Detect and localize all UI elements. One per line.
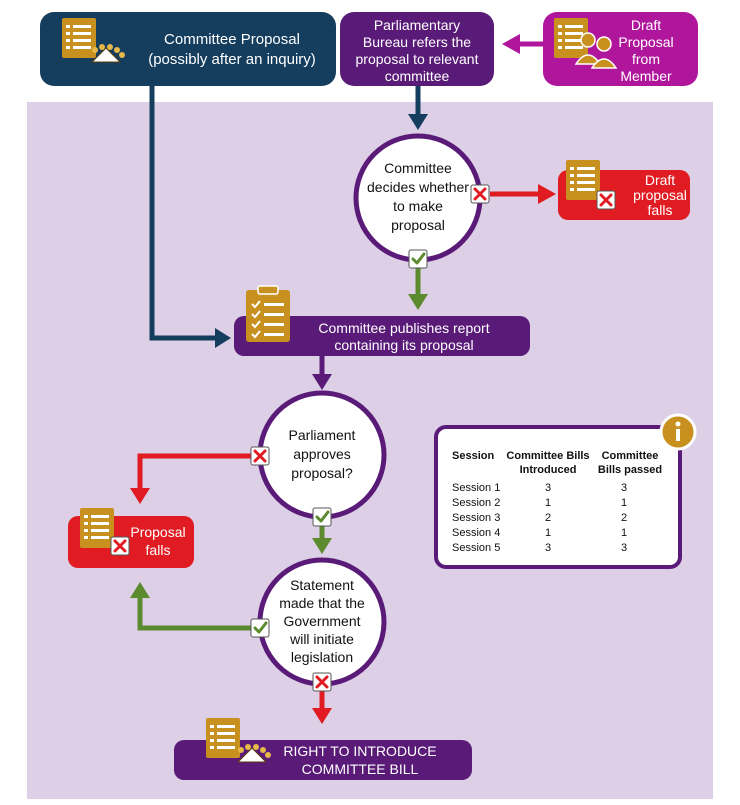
- member-icon: [574, 32, 618, 69]
- node-draft-from-member: Draft Proposal from Member: [543, 12, 698, 86]
- info-icon: [659, 413, 697, 451]
- arrowhead-statement-to-proposal-falls: [130, 582, 150, 598]
- x-icon: [595, 189, 617, 211]
- connector-parliament-to-proposal-falls: [137, 453, 262, 490]
- table-row: Session 4 1 1: [452, 527, 627, 539]
- draft-line1: Draft: [631, 17, 661, 33]
- committee-proposal-line2: (possibly after an inquiry): [148, 51, 316, 68]
- table-cell-introduced: 3: [545, 482, 551, 494]
- table-cell-introduced: 2: [545, 512, 551, 524]
- draft-line2: Proposal: [618, 34, 673, 50]
- node-draft-falls: Draft proposal falls: [558, 160, 690, 220]
- table-cell-passed: 2: [621, 512, 627, 524]
- table-row: Session 5 3 3: [452, 542, 627, 554]
- table-cell-passed: 1: [621, 497, 627, 509]
- connector-statement-to-proposal-falls: [137, 596, 262, 631]
- document-icon: [62, 18, 96, 58]
- table-cell-introduced: 1: [545, 527, 551, 539]
- statement-line5: legislation: [291, 649, 353, 665]
- table-header-introduced-1: Committee Bills: [506, 450, 589, 462]
- bureau-line1: Parliamentary: [374, 17, 460, 33]
- table-cell-passed: 1: [621, 527, 627, 539]
- parliament-line2: approves: [293, 446, 351, 462]
- table-cell-introduced: 1: [545, 497, 551, 509]
- decides-line2: decides whether: [367, 179, 469, 195]
- draft-line4: Member: [620, 68, 672, 84]
- table-cell-session: Session 3: [452, 512, 500, 524]
- arrowhead-member-to-bureau: [502, 34, 520, 54]
- table-header-introduced-2: Introduced: [520, 464, 577, 476]
- table-cell-session: Session 4: [452, 527, 500, 539]
- node-government-statement: Statement made that the Government will …: [257, 557, 387, 687]
- node-report-published: Committee publishes report containing it…: [234, 285, 530, 356]
- x-icon: [311, 671, 333, 693]
- check-icon: [407, 248, 429, 270]
- node-proposal-falls: Proposal falls: [68, 508, 194, 568]
- table-cell-introduced: 3: [545, 542, 551, 554]
- arrowhead-proposal-to-report: [215, 328, 231, 348]
- x-icon: [109, 535, 131, 557]
- arrowhead-decide-to-report: [408, 294, 428, 310]
- document-icon: [80, 508, 114, 548]
- table-header-passed-2: Bills passed: [598, 464, 662, 476]
- arrowhead-bureau-to-decide: [408, 114, 428, 130]
- draft-falls-line2: proposal: [633, 187, 687, 203]
- node-committee-proposal: Committee Proposal (possibly after an in…: [40, 12, 336, 86]
- check-icon: [311, 506, 333, 528]
- arrowhead-report-to-parliament: [312, 374, 332, 390]
- parliament-line1: Parliament: [289, 427, 356, 443]
- statement-line3: Government: [283, 613, 360, 629]
- decides-line4: proposal: [391, 217, 445, 233]
- draft-falls-line3: falls: [648, 202, 673, 218]
- committee-proposal-line1: Committee Proposal: [164, 31, 300, 48]
- statement-line1: Statement: [290, 577, 354, 593]
- table-cell-session: Session 5: [452, 542, 500, 554]
- table-row: Session 1 3 3: [452, 482, 627, 494]
- arrowhead-parliament-to-statement: [312, 538, 332, 554]
- arrowhead-parliament-to-proposal-falls: [130, 488, 150, 504]
- document-icon: [566, 160, 600, 200]
- decides-line1: Committee: [384, 160, 452, 176]
- statement-line4: will initiate: [289, 631, 354, 647]
- check-icon: [249, 617, 271, 639]
- document-icon: [206, 718, 240, 758]
- arrowhead-decide-to-draft-falls: [538, 184, 556, 204]
- connector-proposal-to-report: [149, 86, 215, 341]
- arrowhead-statement-to-right: [312, 708, 332, 724]
- x-icon: [469, 183, 491, 205]
- bureau-line2: Bureau refers the: [363, 34, 471, 50]
- x-icon: [249, 445, 271, 467]
- table-header-session: Session: [452, 450, 494, 462]
- node-right-to-introduce: RIGHT TO INTRODUCE COMMITTEE BILL: [174, 718, 472, 780]
- table-row: Session 3 2 2: [452, 512, 627, 524]
- table-cell-passed: 3: [621, 482, 627, 494]
- parliament-line3: proposal?: [291, 465, 353, 481]
- report-line1: Committee publishes report: [318, 320, 489, 336]
- decides-line3: to make: [393, 198, 443, 214]
- statement-line2: made that the: [279, 595, 365, 611]
- right-line2: COMMITTEE BILL: [302, 761, 419, 777]
- report-line2: containing its proposal: [334, 337, 473, 353]
- table-cell-session: Session 2: [452, 497, 500, 509]
- bureau-line4: committee: [385, 68, 450, 84]
- draft-line3: from: [632, 51, 660, 67]
- node-bureau-refers: Parliamentary Bureau refers the proposal…: [340, 12, 494, 86]
- table-cell-session: Session 1: [452, 482, 500, 494]
- proposal-falls-line1: Proposal: [130, 524, 185, 540]
- table-row: Session 2 1 1: [452, 497, 627, 509]
- right-line1: RIGHT TO INTRODUCE: [283, 743, 436, 759]
- node-committee-decides: Committee decides whether to make propos…: [353, 133, 483, 263]
- info-box: Session Committee Bills Introduced Commi…: [434, 413, 697, 569]
- proposal-falls-line2: falls: [146, 542, 171, 558]
- draft-falls-line1: Draft: [645, 172, 675, 188]
- table-header-passed-1: Committee: [602, 450, 659, 462]
- table-cell-passed: 3: [621, 542, 627, 554]
- bureau-line3: proposal to relevant: [356, 51, 479, 67]
- node-parliament-approves: Parliament approves proposal?: [257, 390, 387, 520]
- clipboard-icon: [246, 285, 290, 342]
